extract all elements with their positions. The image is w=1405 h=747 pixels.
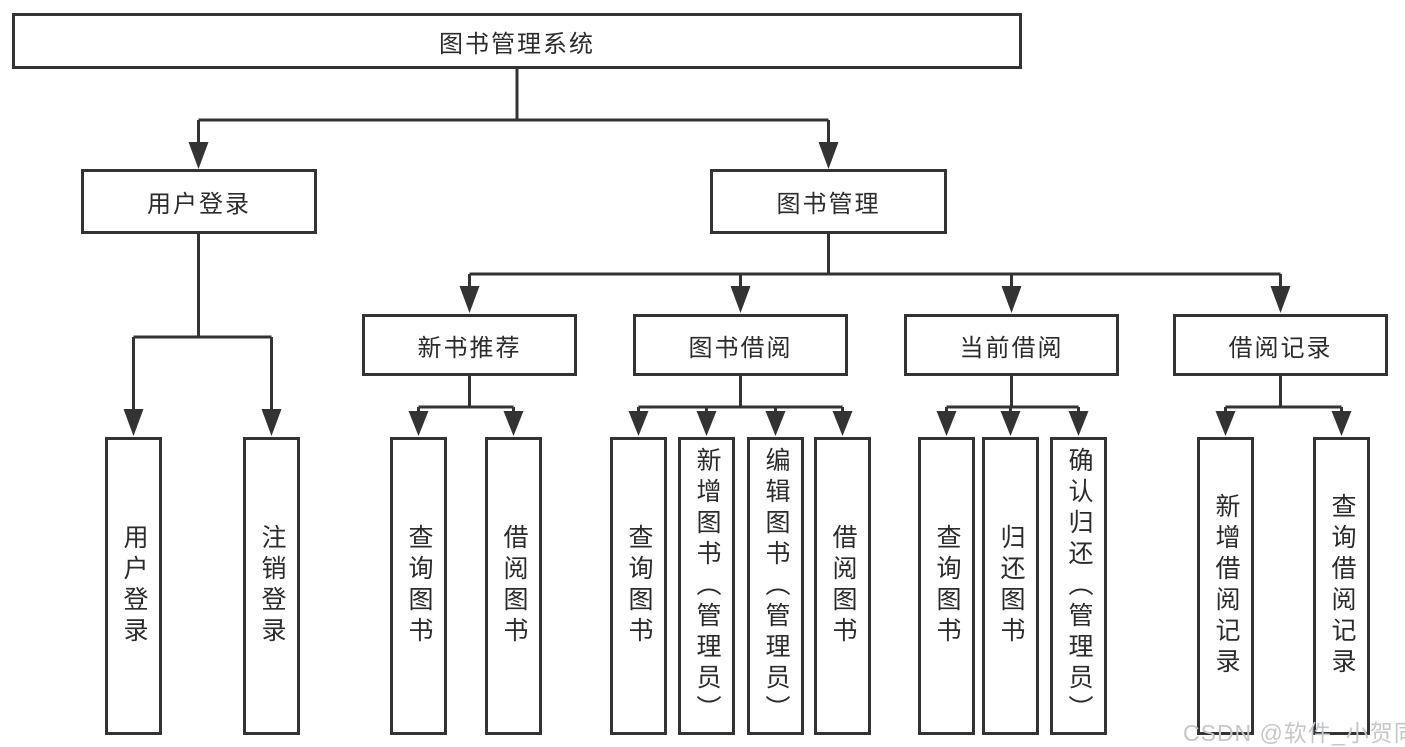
leaf-logout-label: 注销登录 — [258, 524, 286, 648]
leaf-query-books-current: 查询图书 — [918, 437, 975, 735]
leaf-borrow-books-recommend-label: 借阅图书 — [500, 524, 528, 648]
node-library-system-label: 图书管理系统 — [439, 30, 595, 58]
leaf-confirm-return-admin: 确认归还（管理员） — [1050, 437, 1107, 735]
leaf-add-borrow-record: 新增借阅记录 — [1197, 437, 1254, 735]
leaf-add-borrow-record-label: 新增借阅记录 — [1212, 493, 1240, 679]
leaf-logout: 注销登录 — [243, 437, 300, 735]
leaf-borrow-books-label: 借阅图书 — [829, 524, 857, 648]
leaf-query-books-borrow: 查询图书 — [610, 437, 667, 735]
leaf-edit-books-admin-label: 编辑图书（管理员） — [762, 446, 790, 726]
leaf-borrow-books-recommend: 借阅图书 — [485, 437, 542, 735]
leaf-query-books-recommend: 查询图书 — [390, 437, 447, 735]
node-current-borrow-label: 当前借阅 — [959, 334, 1064, 362]
leaf-user-login-label: 用户登录 — [120, 524, 148, 648]
node-book-borrow: 图书借阅 — [633, 314, 848, 376]
node-book-management-label: 图书管理 — [776, 191, 881, 218]
leaf-query-books-current-label: 查询图书 — [933, 524, 961, 648]
node-current-borrow: 当前借阅 — [904, 314, 1119, 376]
node-new-book-recommend: 新书推荐 — [362, 314, 577, 376]
leaf-query-borrow-record: 查询借阅记录 — [1313, 437, 1370, 735]
leaf-user-login: 用户登录 — [105, 437, 162, 735]
node-library-system: 图书管理系统 — [12, 13, 1022, 69]
node-borrow-records-label: 借阅记录 — [1228, 334, 1333, 362]
node-book-management: 图书管理 — [710, 169, 947, 234]
leaf-add-books-admin: 新增图书（管理员） — [678, 437, 735, 735]
leaf-query-borrow-record-label: 查询借阅记录 — [1328, 493, 1356, 679]
leaf-query-books-borrow-label: 查询图书 — [625, 524, 653, 648]
csdn-watermark: CSDN @软件_小贺同学 — [1183, 720, 1405, 746]
leaf-return-books-label: 归还图书 — [997, 524, 1025, 648]
node-book-borrow-label: 图书借阅 — [688, 334, 793, 362]
leaf-query-books-recommend-label: 查询图书 — [405, 524, 433, 648]
node-user-login-label: 用户登录 — [147, 191, 251, 218]
leaf-confirm-return-admin-label: 确认归还（管理员） — [1065, 446, 1093, 726]
leaf-borrow-books: 借阅图书 — [814, 437, 871, 735]
leaf-return-books: 归还图书 — [982, 437, 1039, 735]
leaf-add-books-admin-label: 新增图书（管理员） — [693, 446, 721, 726]
leaf-edit-books-admin: 编辑图书（管理员） — [747, 437, 804, 735]
node-new-book-recommend-label: 新书推荐 — [417, 334, 522, 362]
node-user-login: 用户登录 — [81, 169, 317, 234]
node-borrow-records: 借阅记录 — [1173, 314, 1388, 376]
